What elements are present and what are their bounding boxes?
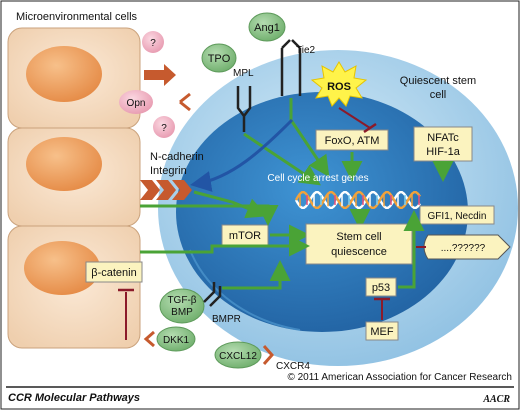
niche-middle-activation-arrow [140, 204, 279, 226]
unknown-ligand-top-label: ? [150, 38, 156, 49]
integrin-activation-arrow [193, 190, 268, 219]
nfatc-hif1a-box [413, 126, 473, 162]
nfatc-label: NFATc [427, 132, 459, 144]
niche-signal-block-arrow [144, 64, 176, 86]
unknown-signal-label: ....?????? [441, 243, 486, 254]
p53-label: p53 [372, 282, 390, 294]
dna-strand-a [294, 191, 421, 209]
beta-catenin-box [85, 261, 143, 283]
mpl-receptor-icon [236, 86, 252, 132]
cxcr4-receptor-icon [262, 345, 275, 365]
tie2-label: Tie2 [296, 45, 316, 56]
beta-catenin-label: β-catenin [91, 267, 136, 279]
cell-cycle-arrest-label: Cell cycle arrest genes [267, 173, 368, 184]
stem-cell-nucleus [176, 92, 468, 332]
mef-box [365, 321, 399, 341]
dna-strand-b [294, 191, 421, 209]
nucleus-highlight [189, 249, 301, 331]
tpo-label: TPO [208, 53, 231, 65]
mtor-label: mTOR [229, 230, 261, 242]
ros-label: ROS [327, 81, 351, 93]
tie2-receptor-icon [280, 39, 302, 96]
copyright-notice: © 2011 American Association for Cancer R… [287, 372, 512, 383]
dna-base-pairs [299, 193, 420, 207]
unknown-ligand-bottom-label: ? [161, 123, 167, 134]
bmp-label: BMP [171, 307, 193, 318]
opn-ligand [119, 90, 153, 114]
quiescence-label-line2: quiescence [331, 246, 387, 258]
aacr-logo: AACR [482, 394, 510, 405]
p53-box [365, 277, 397, 297]
microenvironment-title: Microenvironmental cells [16, 11, 138, 23]
opn-receptor-icon [179, 92, 191, 112]
mpl-to-integrin-blue-arrow [190, 118, 294, 192]
ros-inhibition-bar [363, 122, 377, 134]
gfi1-necdin-label: GFI1, Necdin [428, 211, 487, 222]
unknown-ligand-top-icon [142, 31, 164, 53]
unknown-signal-box [423, 234, 511, 260]
mpl-label: MPL [233, 68, 254, 79]
bmpr-activation-arrow [222, 260, 291, 290]
tpo-ligand [201, 43, 237, 73]
mpl-activation-arrow [243, 132, 321, 186]
ncadherin-label: N-cadherin [150, 151, 204, 163]
quiescent-title-line1: Quiescent stem [400, 75, 476, 87]
quiescence-label-line1: Stem cell [336, 231, 381, 243]
p53-activation-arrow [398, 210, 425, 289]
ncadherin-integrin-receptor-icon [140, 180, 192, 200]
cxcl12-label: CXCL12 [219, 351, 257, 362]
ang1-ligand [248, 12, 286, 42]
tgfb-label: TGF-β [167, 295, 196, 306]
niche-nucleus-top [26, 46, 102, 102]
cxcr4-label: CXCR4 [276, 361, 310, 372]
foxo-atm-box [315, 129, 389, 151]
niche-nucleus-bottom [24, 241, 100, 295]
bmpr-label: BMPR [212, 314, 241, 325]
niche-nucleus-middle [26, 137, 102, 191]
ros-burst-icon [310, 61, 368, 107]
foxo-atm-label: FoxO, ATM [325, 135, 380, 147]
integrin-label: Integrin [150, 165, 187, 177]
dkk1-receptor-icon [143, 330, 155, 348]
opn-label: Opn [127, 98, 146, 109]
ang1-label: Ang1 [254, 22, 280, 34]
dkk1-label: DKK1 [163, 335, 190, 346]
quiescent-title-line2: cell [430, 89, 447, 101]
hif1a-label: HIF-1a [426, 146, 461, 158]
cxcl12-ligand [214, 341, 262, 369]
ros-inhibition-line [338, 107, 371, 129]
tgfb-bmp-ligand [159, 288, 205, 324]
stem-cell-quiescence-box [305, 223, 413, 265]
bmpr-receptor-icon [203, 282, 222, 307]
dkk1-ligand [156, 326, 196, 352]
niche-bottom-activation-arrow [140, 235, 310, 257]
unknown-ligand-bottom-icon [153, 116, 175, 138]
journal-name: CCR Molecular Pathways [8, 392, 140, 404]
mef-label: MEF [370, 326, 394, 338]
